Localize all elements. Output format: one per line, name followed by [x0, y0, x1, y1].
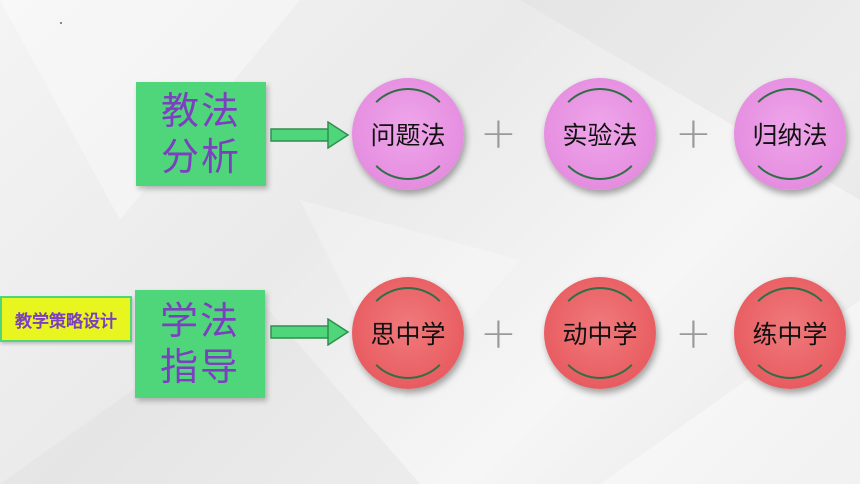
learning-method-label-line1: 学法: [159, 299, 240, 343]
method-circle-label: 练中学: [752, 320, 828, 349]
method-circle-experiment: 实验法: [544, 78, 656, 190]
method-circle-label: 实验法: [562, 121, 638, 150]
method-circle-label: 归纳法: [752, 121, 828, 150]
decorative-dot: [60, 22, 62, 24]
plus-icon: +: [675, 308, 712, 359]
strategy-tag: 教学策略设计: [0, 296, 132, 342]
method-circle-induction: 归纳法: [734, 78, 846, 190]
method-circle-label: 思中学: [370, 320, 446, 349]
method-circle-label: 问题法: [370, 121, 446, 150]
arrow-right-icon: [270, 318, 350, 346]
plus-icon: +: [480, 308, 517, 359]
teaching-method-label-line1: 教法: [160, 89, 241, 133]
teaching-method-label-line2: 分析: [160, 135, 241, 179]
teaching-method-label: 教法 分析: [136, 82, 266, 186]
learning-method-label: 学法 指导: [135, 290, 265, 398]
plus-icon: +: [480, 108, 517, 159]
plus-icon: +: [675, 108, 712, 159]
method-circle-question: 问题法: [352, 78, 464, 190]
method-circle-think: 思中学: [352, 277, 464, 389]
method-circle-label: 动中学: [562, 320, 638, 349]
method-circle-do: 动中学: [544, 277, 656, 389]
learning-method-label-line2: 指导: [159, 345, 240, 389]
arrow-right-icon: [270, 121, 350, 149]
method-circle-practice: 练中学: [734, 277, 846, 389]
